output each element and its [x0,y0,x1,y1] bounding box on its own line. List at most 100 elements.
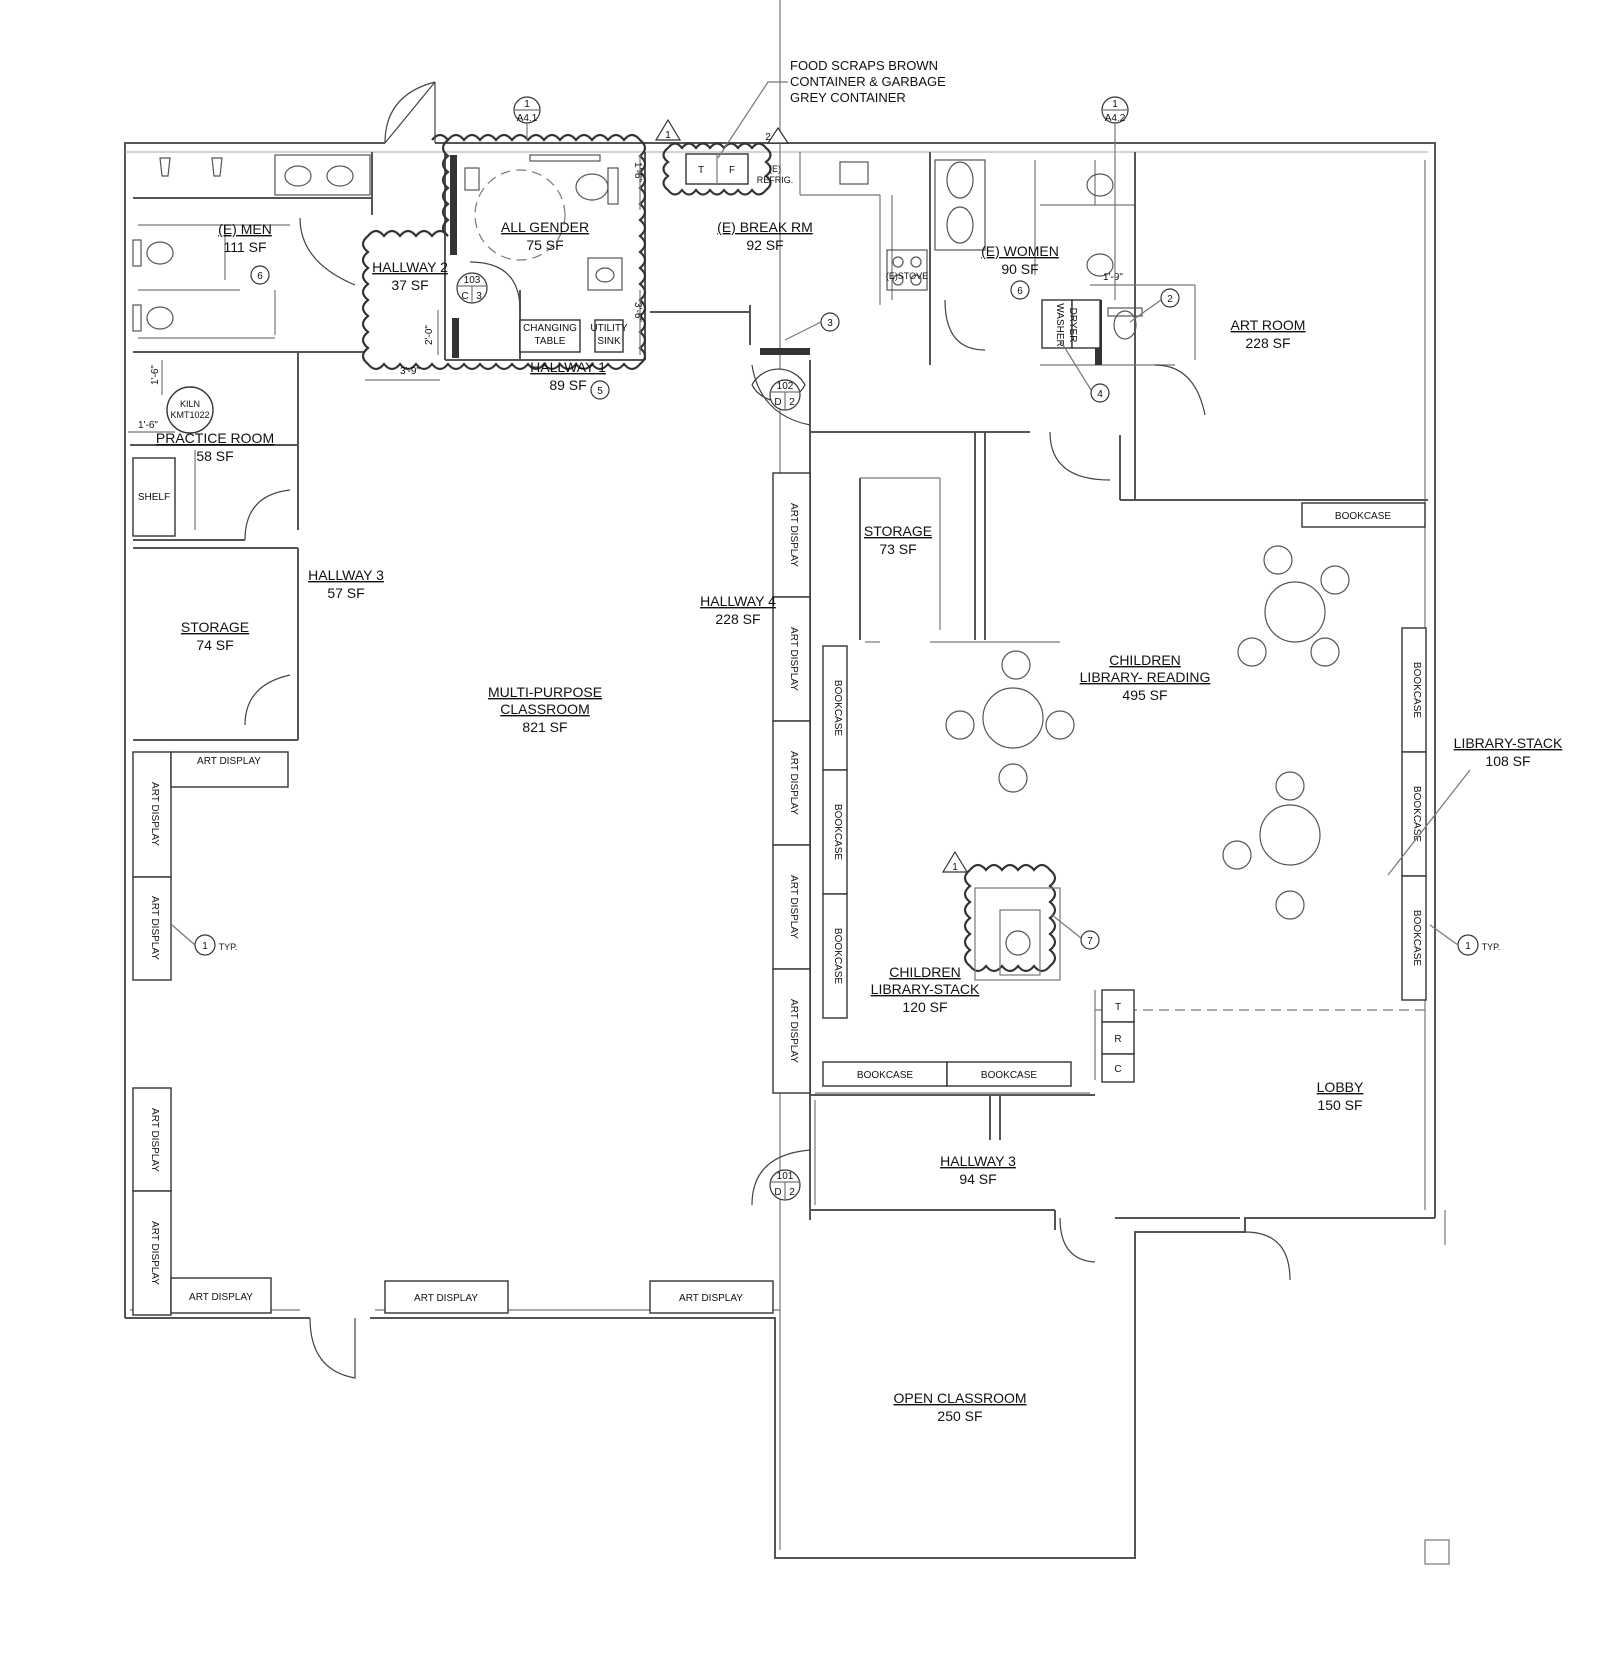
keynote-1a-typ: TYP. [219,942,238,952]
label-bookcase: BOOKCASE [832,804,843,860]
keynote-4: 4 [1097,389,1103,400]
keynotes: 2 3 4 5 6 6 7 1 TYP. 1 TYP. [171,265,1501,956]
label-bookcase: BOOKCASE [1335,511,1391,522]
label-art-display: ART DISPLAY [149,1221,160,1285]
keynote-7: 7 [1087,936,1093,947]
label-art-display: ART DISPLAY [788,875,799,939]
art-display [384,1280,509,1314]
bookcase [1301,502,1426,528]
room-labels: (E) MEN 111 SF ALL GENDER 75 SF HALLWAY … [156,219,1563,1424]
door-101-hw: 2 [789,1187,795,1198]
room-women-name: (E) WOMEN [981,243,1059,259]
bookcase [822,645,848,771]
label-bookcase: BOOKCASE [981,1070,1037,1081]
section-a42-number: 1 [1112,99,1118,110]
art-display [772,720,811,846]
doors [244,81,1291,1379]
art-display [772,596,811,722]
room-hallway3-left-name: HALLWAY 3 [308,567,384,583]
room-lobby-name: LOBBY [1317,1079,1364,1095]
dim-3-6: 3'-6" [632,302,643,322]
room-art-area: 228 SF [1245,335,1290,351]
room-children-reading-name1: CHILDREN [1109,652,1181,668]
art-display [170,1277,272,1314]
room-library-stack-area: 108 SF [1485,753,1530,769]
room-hallway1-name: HALLWAY 1 [530,359,606,375]
waste-note: FOOD SCRAPS BROWN CONTAINER & GARBAGE GR… [717,58,946,159]
door-102-number: 102 [777,381,794,392]
dim-2-0: 2'-0" [424,325,435,345]
dim-1-6-kiln: 1'-6" [150,365,161,385]
room-hallway2-area: 37 SF [391,277,428,293]
room-allgender-area: 75 SF [526,237,563,253]
label-stove: (E)STOVE [886,271,928,281]
label-changing-table: CHANGING [523,323,577,334]
label-art-display: ART DISPLAY [788,999,799,1063]
room-break-area: 92 SF [746,237,783,253]
label-utility-sink: UTILITY [590,323,628,334]
room-children-reading-name2: LIBRARY- READING [1080,669,1211,685]
label-art-display: ART DISPLAY [197,756,261,767]
label-changing-table-2: TABLE [535,336,566,347]
label-refrig-2: REFRIG. [757,175,794,185]
label-bookcase: BOOKCASE [1411,910,1422,966]
art-display [132,876,172,981]
revision-cloud [361,133,647,371]
room-hallway3-left-area: 57 SF [327,585,364,601]
bookcase [1401,875,1427,1001]
label-bookcase: BOOKCASE [832,928,843,984]
label-art-display: ART DISPLAY [149,1108,160,1172]
label-f: F [729,165,735,176]
keynote-1b-typ: TYP. [1482,942,1501,952]
room-multipurpose-area: 821 SF [522,719,567,735]
dim-1-6: 1'-6" [632,162,643,182]
bin-r [1101,1021,1135,1055]
label-art-display: ART DISPLAY [149,782,160,846]
art-display [772,968,811,1094]
door-102-hw: 2 [789,397,795,408]
label-utility-sink-2: SINK [597,336,621,347]
room-hallway4-name: HALLWAY 4 [700,593,776,609]
art-display [772,844,811,970]
keynote-6b: 6 [1017,286,1023,297]
room-men-area: 111 SF [223,239,266,255]
label-art-display: ART DISPLAY [149,896,160,960]
door-101-number: 101 [777,1171,794,1182]
keynote-1a: 1 [202,941,208,952]
art-displays [132,472,811,1316]
new-wall-hatch [452,318,459,358]
new-wall-hatch [450,155,457,255]
label-kiln-model: KMT1022 [170,410,209,420]
revision-cloud-stack [963,863,1057,973]
kiln [166,386,214,434]
room-children-reading-area: 495 SF [1122,687,1167,703]
door-101-type: D [774,1187,781,1198]
room-children-stack-name1: CHILDREN [889,964,961,980]
dim-3-9: 3'-9" [400,366,420,377]
label-art-display: ART DISPLAY [679,1293,743,1304]
room-hallway3-bottom-name: HALLWAY 3 [940,1153,1016,1169]
label-bin-r: R [1114,1034,1121,1045]
revision-cloud-refrig [662,142,772,196]
room-children-stack-name2: LIBRARY-STACK [871,981,980,997]
art-display [132,751,172,878]
label-art-display: ART DISPLAY [189,1292,253,1303]
room-allgender-name: ALL GENDER [501,219,589,235]
dim-1-6-kiln-b: 1'-6" [138,420,158,431]
keynote-3: 3 [827,318,833,329]
section-markers: 1 A4.1 1 A4.2 [513,96,1129,300]
furniture-labels: ART DISPLAY ART DISPLAY ART DISPLAY ART … [138,164,1422,1304]
door-103-type: C [461,291,468,302]
label-bin-c: C [1114,1064,1121,1075]
label-bookcase: BOOKCASE [857,1070,913,1081]
room-multipurpose-name2: CLASSROOM [500,701,589,717]
label-dryer: DRYER [1067,308,1078,343]
art-display [132,1087,172,1192]
label-bookcase: BOOKCASE [1411,786,1422,842]
bookcase [1401,751,1427,877]
room-art-name: ART ROOM [1231,317,1306,333]
keynote-1b: 1 [1465,941,1471,952]
label-bin-t: T [1115,1002,1121,1013]
room-women-area: 90 SF [1001,261,1038,277]
